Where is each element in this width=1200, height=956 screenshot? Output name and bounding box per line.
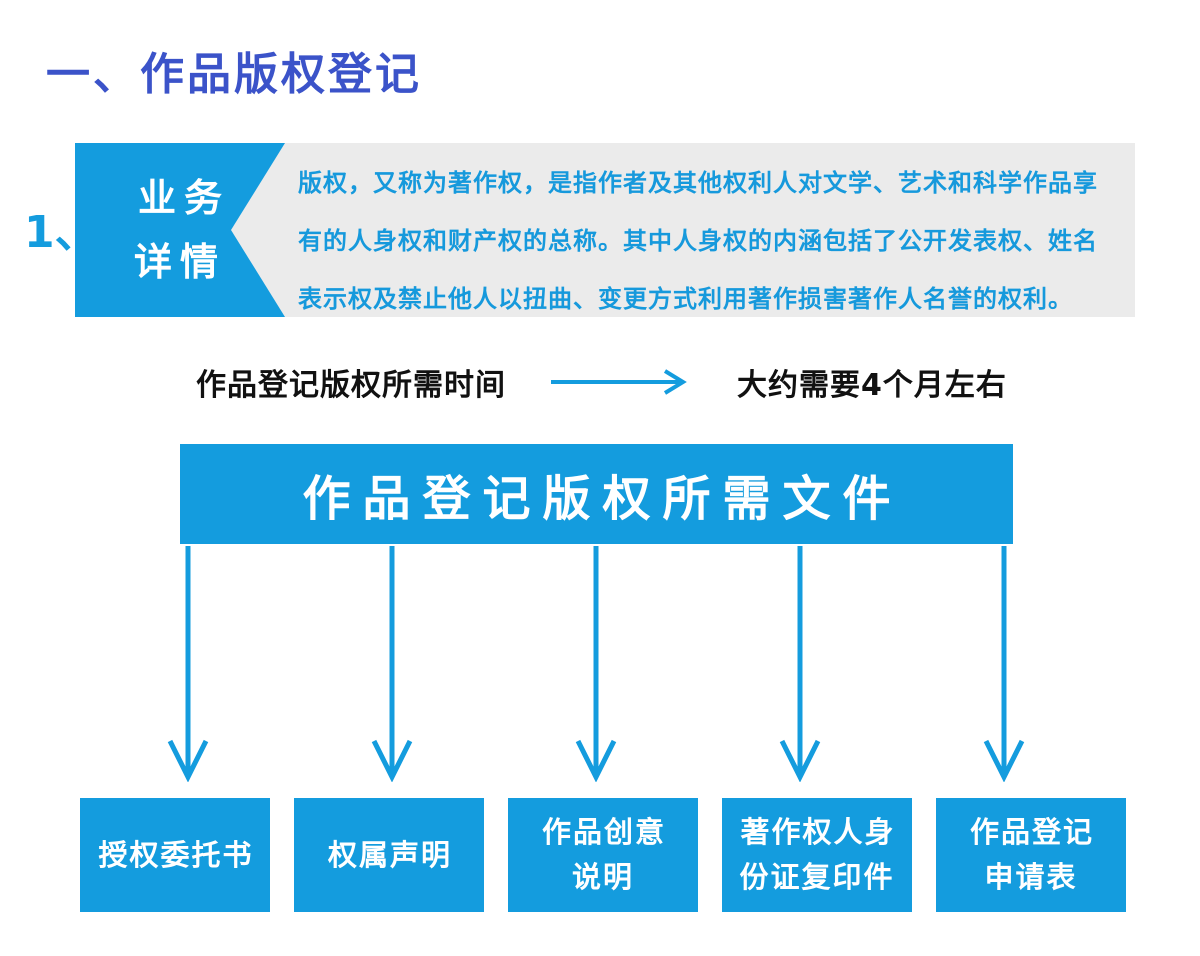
document-label: 著作权人身 份证复印件 — [739, 815, 896, 894]
page-title: 一、作品版权登记 — [46, 49, 422, 100]
down-arrow-icon — [983, 546, 1025, 782]
right-arrow-icon — [551, 369, 687, 395]
down-arrow-icon — [575, 546, 617, 782]
down-arrow-icon — [167, 546, 209, 782]
business-detail-tag-label: 业务 详情 — [133, 176, 230, 284]
document-label: 作品创意 说明 — [541, 815, 666, 894]
down-arrow-icon — [371, 546, 413, 782]
document-box-authorization-letter: 授权委托书 — [80, 798, 270, 912]
business-detail-panel: 版权，又称为著作权，是指作者及其他权利人对文学、艺术和科学作品享 有的人身权和财… — [231, 143, 1135, 317]
processing-time-question: 作品登记版权所需时间 — [196, 368, 506, 403]
document-label: 权属声明 — [327, 837, 452, 872]
document-box-ownership-statement: 权属声明 — [294, 798, 484, 912]
document-box-creative-description: 作品创意 说明 — [508, 798, 698, 912]
down-arrow-icon — [779, 546, 821, 782]
processing-time-answer: 大约需要4个月左右 — [737, 368, 1007, 403]
document-label: 作品登记 申请表 — [969, 815, 1094, 894]
left-pointer-shape — [231, 143, 285, 317]
business-detail-description: 版权，又称为著作权，是指作者及其他权利人对文学、艺术和科学作品享 有的人身权和财… — [298, 169, 1098, 313]
document-box-id-copy: 著作权人身 份证复印件 — [722, 798, 912, 912]
document-label: 授权委托书 — [98, 837, 254, 872]
documents-banner-title: 作品登记版权所需文件 — [180, 444, 1013, 544]
document-box-registration-form: 作品登记 申请表 — [936, 798, 1126, 912]
